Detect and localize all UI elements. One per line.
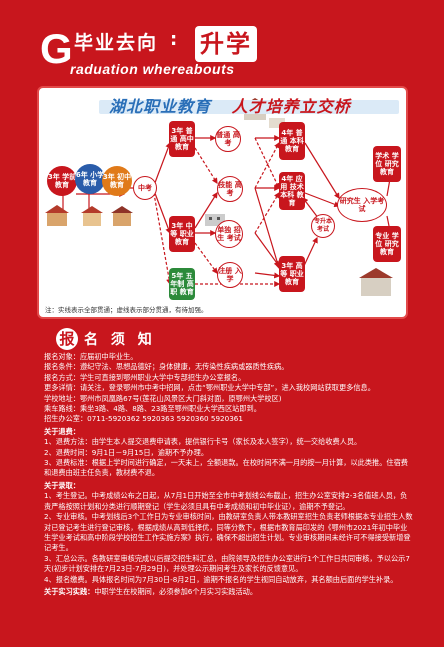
diagram-banner: 湖北职业教育 人才培养立交桥 xyxy=(99,92,399,118)
header-title-en: raduation whereabouts xyxy=(70,61,235,77)
header-colon: : xyxy=(170,29,178,50)
section-admission-title: 关于录取： xyxy=(44,480,80,490)
banner-bar xyxy=(99,100,399,114)
header-logo-letter: G xyxy=(40,25,73,72)
info-address: 学校地址：鄂州市凤凰路67号(莲花山风景区大门斜对面，原鄂州大学校区) xyxy=(44,393,282,403)
section-refund-title: 关于退费： xyxy=(44,426,80,436)
header-title-cn: 毕业去向 xyxy=(74,32,159,54)
info-phone: 招生办公室：0711-5920362 5920363 5920360 59203… xyxy=(44,414,243,424)
notice-heading: 报 名 须 知 xyxy=(56,328,156,350)
refund-item: 2、退费时间：9月1日－9月15日，逾期不予办理。 xyxy=(44,447,209,457)
node-single-exam: 单独 招生 考试 xyxy=(215,220,243,248)
node-secondary: 3年 中等 职业 教育 xyxy=(169,216,195,252)
node-applied-undergrad: 4年 应用 技术 本科 教育 xyxy=(279,172,305,210)
section-internship: 关于实习实践：中职学生在校期间，必须参加6个月实习实践活动。 xyxy=(44,587,414,597)
node-direct-entry: 注册 入学 xyxy=(217,262,243,288)
info-bus-route: 乘车路线：乘坐3路、4路、8路、23路至鄂州职业大学西区站即到。 xyxy=(44,404,261,414)
node-higher-vocational: 3年 高等 职业 教育 xyxy=(279,256,305,292)
node-preschool: 3年 学前 教育 xyxy=(47,166,77,196)
info-method: 报名方式：学生可直接到鄂州职业大学中专部招生办公室报名。 xyxy=(44,372,246,382)
admission-item: 2、专业审核。中考划线后3个工作日为专业审核时间，由教研室负责人带本教研室招生负… xyxy=(44,512,413,553)
banner-text-left: 湖北职业教育 xyxy=(109,97,212,116)
node-postgrad-exam: 研究生 入学考试 xyxy=(337,188,387,222)
admission-item: 1、考生登记。中考成绩公布之日起，从7月1日开始至全市中考划线公布截止，招生办公… xyxy=(44,491,408,511)
notice-body: 报名对象：应届初中毕业生。 报名条件：遵纪守法、思想品德好；身体健康，无传染性疾… xyxy=(44,352,414,597)
admission-item: 4、报名缴费。具体报名时间为7月30日-8月2日，逾期不报名的学生视同自动放弃，… xyxy=(44,574,398,584)
diagram-legend: 注：实线表示全部贯通；虚线表示部分贯通，有待加强。 xyxy=(45,306,208,314)
admission-item: 3、汇总公示。各教研室审核完成以后提交招生科汇总，由院领导及招生办公室进行1个工… xyxy=(44,553,410,574)
page-header: G 毕业去向 : 升学 raduation whereabouts xyxy=(0,0,444,86)
node-academic-master: 学术 学位 研究 教育 xyxy=(373,146,401,182)
node-skill-exam: 技能 高考 xyxy=(217,176,243,202)
diagram-connectors xyxy=(45,98,394,296)
node-five-year-vocational: 5年 五年制 高职 教育 xyxy=(169,268,195,300)
node-gaokao: 普通 高考 xyxy=(215,126,241,152)
notice-title: 名 须 知 xyxy=(84,332,156,348)
node-general-high: 3年 普通 高中 教育 xyxy=(169,121,195,157)
header-badge: 升学 xyxy=(195,26,257,62)
refund-item: 1、退费方法：由学生本人提交退费申请表，提供银行卡号（家长及本人签字），统一交给… xyxy=(44,437,362,447)
node-zhongkao: 中考 xyxy=(133,176,157,200)
node-special-upgrade: 专升本 考试 xyxy=(311,214,335,238)
refund-item: 3、退费标准：根据上学时间进行确定，一天未上，全额退款。在校时间不满一月的按一月… xyxy=(44,458,408,478)
info-conditions: 报名条件：遵纪守法、思想品德好；身体健康，无传染性疾病或器质性疾病。 xyxy=(44,362,289,372)
section-internship-title: 关于实习实践： xyxy=(44,586,95,596)
info-more-details: 更多详情：请关注，登录鄂州市中考中招网，点击“鄂州职业大学中专部”，进入我校网站… xyxy=(44,383,375,393)
education-pathway-diagram: 湖北职业教育 人才培养立交桥 3年 学前 教育 6年 小学 教育 3年 初中 教… xyxy=(37,86,408,319)
notice-bubble: 报 xyxy=(56,328,78,350)
node-primary: 6年 小学 教育 xyxy=(75,164,105,194)
banner-text: 湖北职业教育 人才培养立交桥 xyxy=(109,93,351,117)
node-junior: 3年 初中 教育 xyxy=(102,166,132,196)
info-target: 报名对象：应届初中毕业生。 xyxy=(44,352,138,361)
node-professional-master: 专业 学位 研究 教育 xyxy=(373,226,401,262)
node-undergrad: 4年 普通 本科 教育 xyxy=(279,122,305,160)
internship-text: 中职学生在校期间，必须参加6个月实习实践活动。 xyxy=(94,586,258,596)
banner-text-right: 人才培养立交桥 xyxy=(231,97,351,116)
